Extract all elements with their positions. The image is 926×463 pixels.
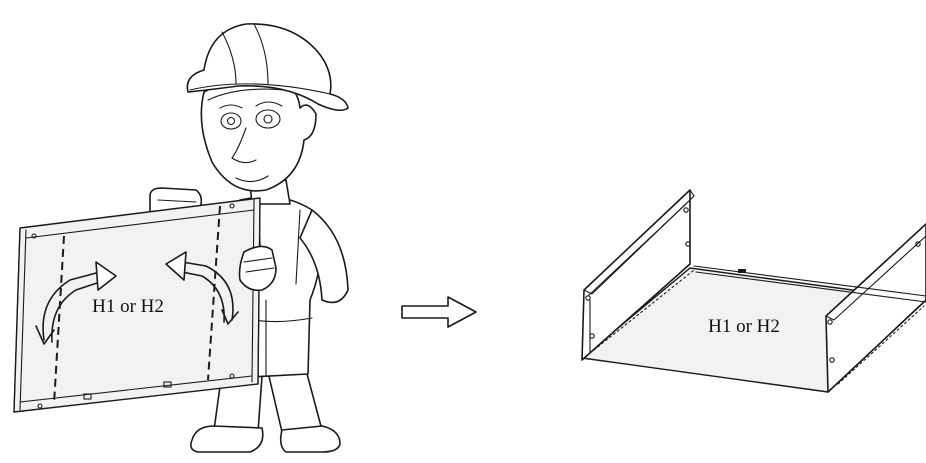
fold-arrow-right-icon: [165, 251, 239, 325]
worker-right-hand: [238, 245, 277, 292]
panel-being-folded: H1 or H2: [13, 197, 261, 413]
folded-tray: H1 or H2: [581, 189, 926, 393]
panel-label: H1 or H2: [92, 296, 164, 317]
tray-label: H1 or H2: [708, 316, 780, 337]
fold-arrow-left-icon: [35, 261, 117, 345]
transition-arrow-icon: [401, 296, 477, 328]
